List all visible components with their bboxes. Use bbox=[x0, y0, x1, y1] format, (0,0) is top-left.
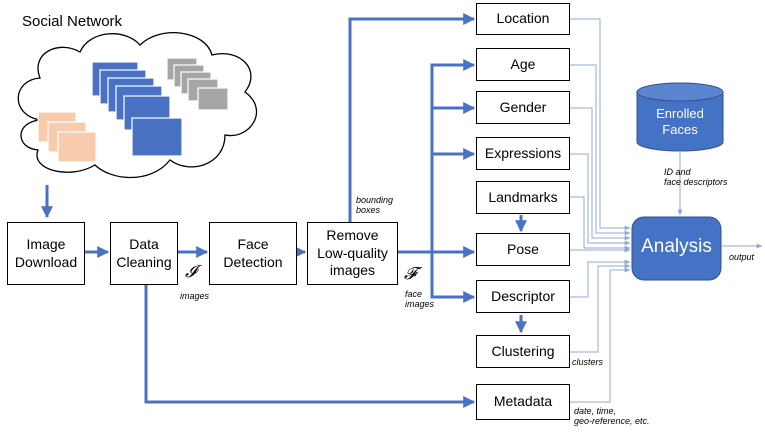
remove-low-quality-box: Remove Low-quality images bbox=[307, 222, 398, 285]
enrolled-faces-database-icon bbox=[636, 82, 724, 152]
image-download-box: Image Download bbox=[7, 222, 85, 285]
analysis-label: Analysis bbox=[641, 236, 712, 257]
age-box: Age bbox=[476, 48, 570, 81]
peach-image-stack bbox=[37, 111, 97, 163]
id-descriptors-label: ID and face descriptors bbox=[664, 167, 728, 188]
clusters-label: clusters bbox=[572, 357, 604, 367]
output-label: output bbox=[729, 252, 755, 262]
metadata-box: Metadata bbox=[476, 384, 570, 420]
analysis-box-shape bbox=[631, 216, 722, 281]
images-set-symbol: 𝓘 bbox=[185, 262, 197, 282]
pipeline-arrows bbox=[41, 13, 527, 408]
face-images-set-symbol: 𝓕 bbox=[404, 264, 417, 284]
thin-connectors bbox=[570, 18, 763, 403]
gray-image-stack bbox=[166, 57, 229, 111]
face-detection-box: Face Detection bbox=[209, 222, 297, 285]
descriptor-box: Descriptor bbox=[476, 280, 570, 313]
data-cleaning-box: Data Cleaning bbox=[110, 222, 178, 285]
clustering-box: Clustering bbox=[476, 335, 570, 368]
enrolled-faces-label: Enrolled Faces bbox=[656, 106, 704, 137]
pose-box: Pose bbox=[476, 233, 570, 266]
location-box: Location bbox=[476, 3, 570, 35]
images-label: images bbox=[180, 291, 210, 301]
landmarks-box: Landmarks bbox=[476, 181, 570, 214]
date-geo-label: date, time, geo-reference, etc. bbox=[574, 406, 650, 427]
blue-image-stack bbox=[91, 61, 183, 157]
face-images-label: face images bbox=[405, 289, 435, 310]
social-network-title: Social Network bbox=[22, 13, 123, 30]
gender-box: Gender bbox=[476, 91, 570, 124]
bounding-boxes-label: bounding boxes bbox=[356, 195, 394, 216]
expressions-box: Expressions bbox=[476, 137, 570, 170]
